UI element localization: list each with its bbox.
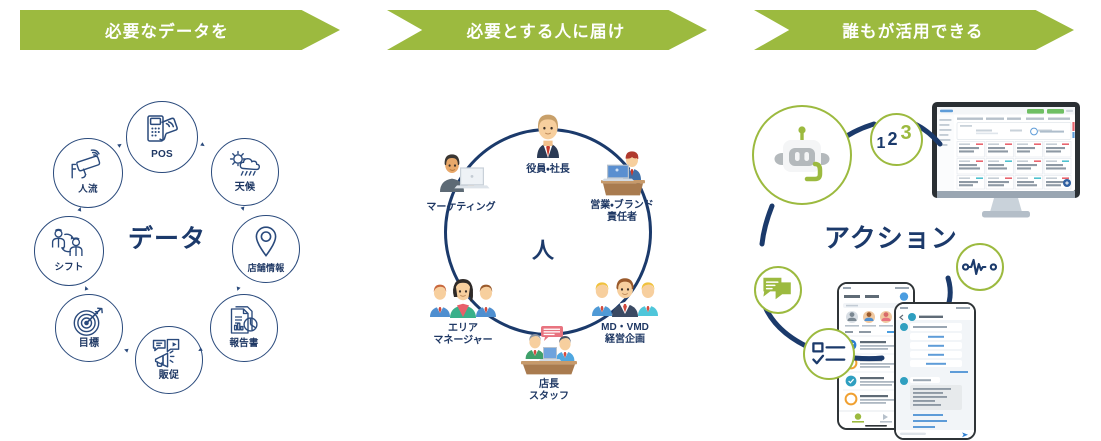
number-two: 2: [887, 128, 898, 149]
data-circle-report[interactable]: 報告書: [210, 294, 278, 362]
report-icon: [227, 305, 261, 338]
data-circle-promotion[interactable]: 販促: [135, 326, 203, 394]
security-camera-icon: [69, 149, 107, 180]
checklist-icon: [811, 341, 847, 367]
pulse-waveform-icon: [961, 256, 998, 278]
robot-icon: [771, 124, 833, 186]
people-label-md-vmd-2: 経営企画: [605, 333, 645, 345]
action-circle-checklist[interactable]: [803, 328, 855, 380]
people-label-store-staff: 店長: [539, 379, 559, 390]
panel-action: 誰もが活用できる アクション: [734, 0, 1101, 441]
flow-arrow-8: [77, 206, 83, 212]
data-label-promotion: 販促: [158, 369, 180, 381]
area-manager-icon: [427, 277, 499, 321]
people-node-area-manager[interactable]: エリア マネージャー: [409, 277, 517, 346]
data-label-report: 報告書: [229, 338, 259, 350]
data-label-foot-traffic: 人流: [78, 184, 98, 196]
people-label-area-manager: エリア: [448, 323, 478, 334]
banner-people: 必要とする人に届け: [387, 10, 707, 50]
data-label-store-info: 店舗情報: [247, 262, 285, 273]
flow-arrow-1: [117, 142, 123, 148]
data-label-target: 目標: [78, 337, 100, 349]
megaphone-icon: [151, 338, 187, 368]
action-circle-numbers[interactable]: 1 2 3: [870, 113, 923, 166]
action-circle-robot[interactable]: [752, 105, 852, 205]
data-center-label: データ: [128, 225, 207, 253]
banner-data: 必要なデータを: [20, 10, 340, 50]
people-label-executive: 役員・社長: [526, 164, 570, 175]
shift-icon: [50, 228, 88, 258]
map-pin-icon: [252, 225, 280, 259]
people-node-store-staff[interactable]: 店長 スタッフ: [511, 325, 587, 402]
pos-terminal-icon: [144, 113, 180, 145]
people-label-store-staff-2: スタッフ: [529, 390, 569, 402]
data-label-pos: POS: [151, 148, 173, 160]
action-circle-chat[interactable]: [754, 266, 802, 314]
chat-bubbles-icon: [761, 276, 795, 304]
people-label-area-manager-2: マネージャー: [433, 334, 493, 346]
number-one: 1: [876, 134, 886, 152]
data-circle-weather[interactable]: 天候: [211, 138, 279, 206]
numbers-123-icon: 1 2 3: [875, 121, 919, 157]
flow-arrow-4: [235, 286, 241, 292]
weather-icon: [227, 150, 263, 180]
sales-brand-icon: [593, 150, 651, 198]
people-label-md-vmd: MD・VMD: [601, 322, 649, 333]
flow-arrow-6: [123, 347, 129, 353]
action-circle-analytics[interactable]: [956, 243, 1004, 291]
phone-chat[interactable]: [894, 302, 976, 440]
target-icon: [72, 306, 106, 338]
data-circle-store-info[interactable]: 店舗情報: [232, 215, 300, 283]
banner-action: 誰もが活用できる: [754, 10, 1074, 50]
data-label-weather: 天候: [234, 181, 256, 193]
people-label-marketing: マーケティング: [426, 202, 496, 213]
flow-arrow-3: [240, 206, 246, 212]
people-label-sales-brand: 営業・ブランド: [590, 200, 654, 211]
data-circle-shift[interactable]: シフト: [34, 216, 104, 286]
data-circle-pos[interactable]: POS: [126, 101, 198, 173]
people-node-executive[interactable]: 役員・社長: [505, 108, 591, 176]
panel-data: 必要なデータを データ: [0, 0, 367, 441]
flow-arrow-7: [83, 285, 89, 291]
number-three: 3: [900, 121, 912, 144]
people-label-sales-brand-2: 責任者: [607, 211, 637, 223]
action-center-label: アクション: [824, 223, 958, 253]
md-vmd-icon: [589, 276, 661, 320]
executive-icon: [525, 108, 571, 162]
data-circle-target[interactable]: 目標: [55, 294, 123, 362]
desktop-monitor[interactable]: [926, 100, 1086, 240]
data-label-shift: シフト: [54, 262, 84, 274]
flow-arrow-2: [200, 142, 206, 148]
people-node-marketing[interactable]: マーケティング: [403, 152, 519, 214]
people-node-md-vmd[interactable]: MD・VMD 経営企画: [573, 276, 677, 345]
people-node-sales-brand[interactable]: 営業・ブランド 責任者: [564, 150, 680, 223]
store-staff-icon: [517, 325, 581, 377]
marketing-icon: [430, 152, 492, 200]
people-center-label: 人: [532, 238, 556, 263]
data-circle-foot-traffic[interactable]: 人流: [53, 138, 123, 208]
panel-people: 必要とする人に届け 人 役員・社長: [367, 0, 734, 441]
